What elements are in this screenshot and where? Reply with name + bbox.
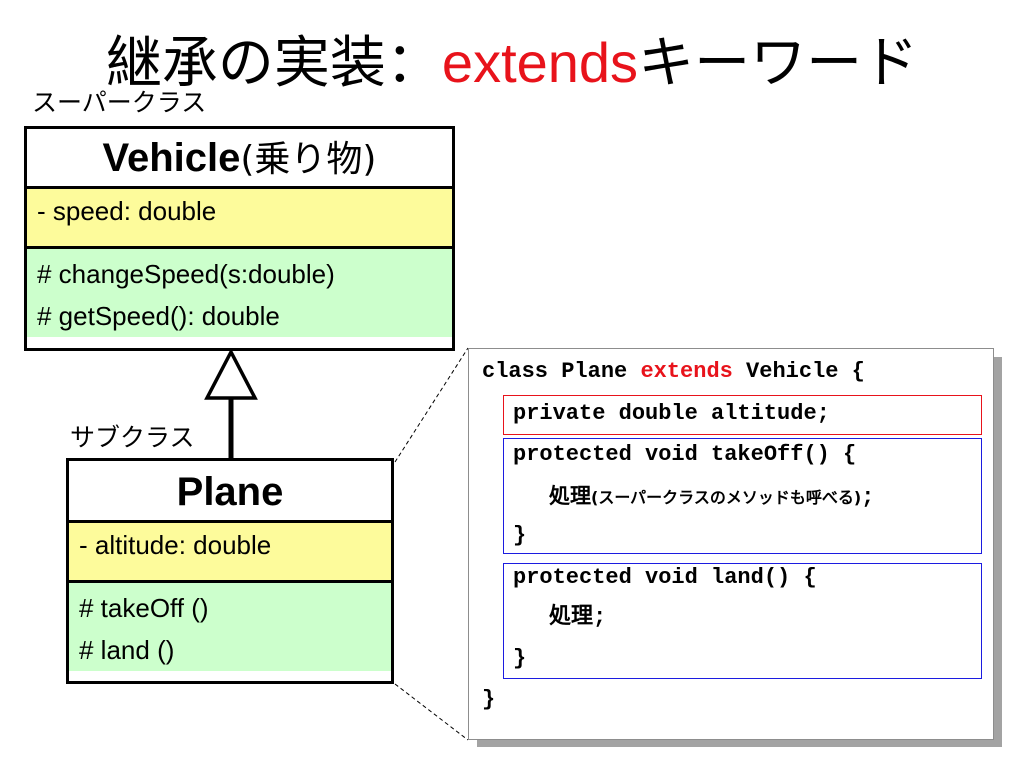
vehicle-name-jp: (乗り物): [240, 139, 377, 180]
code-header-before: class Plane: [482, 359, 641, 384]
code-takeoff-body-text: 処理: [549, 484, 591, 508]
plane-class-name: Plane: [69, 461, 391, 523]
code-land-close: }: [513, 646, 527, 671]
land-method-frame: [503, 563, 982, 679]
code-box: [468, 348, 994, 740]
vehicle-class-name: Vehicle(乗り物): [27, 129, 452, 189]
plane-attributes: - altitude: double: [69, 523, 391, 583]
callout-line-top: [394, 347, 469, 463]
code-land-body: 処理;: [549, 605, 607, 630]
plane-operation-land: # land (): [79, 635, 175, 665]
vehicle-class-box: Vehicle(乗り物) - speed: double # changeSpe…: [24, 126, 455, 351]
plane-operations: # takeOff () # land (): [69, 583, 391, 671]
vehicle-operation-change-speed: # changeSpeed(s:double): [37, 259, 335, 289]
code-land-signature: protected void land() {: [513, 565, 817, 590]
title-main: 継承の実装：: [105, 31, 442, 96]
code-extends-keyword: extends: [640, 359, 733, 384]
takeoff-method-frame: [503, 438, 982, 554]
code-header-after: Vehicle {: [732, 359, 865, 384]
plane-class-box: Plane - altitude: double # takeOff () # …: [66, 458, 394, 684]
plane-name-text: Plane: [176, 470, 284, 514]
plane-attribute-altitude: - altitude: double: [79, 530, 272, 560]
code-takeoff-note: (スーパークラスのメソッドも呼べる): [591, 488, 862, 507]
code-field-line: private double altitude;: [513, 401, 830, 426]
superclass-caption: スーパークラス: [32, 88, 207, 117]
vehicle-attributes: - speed: double: [27, 189, 452, 249]
vehicle-operation-get-speed: # getSpeed(): double: [37, 301, 280, 331]
code-takeoff-semicolon: ;: [861, 485, 875, 510]
plane-operation-takeoff: # takeOff (): [79, 593, 209, 623]
field-highlight-frame: [503, 395, 982, 435]
vehicle-attribute-speed: - speed: double: [37, 196, 217, 226]
code-takeoff-close: }: [513, 523, 527, 548]
vehicle-operations: # changeSpeed(s:double) # getSpeed(): do…: [27, 249, 452, 337]
inheritance-arrowhead: [204, 348, 258, 400]
code-takeoff-body: 処理(スーパークラスのメソッドも呼べる);: [549, 481, 874, 513]
title-keyword: extends: [441, 31, 639, 94]
vehicle-name-text: Vehicle: [102, 136, 241, 180]
title-suffix: キーワード: [638, 31, 919, 96]
callout-line-bottom: [394, 683, 469, 741]
code-class-close: }: [482, 687, 496, 712]
code-class-header: class Plane extends Vehicle {: [482, 357, 865, 387]
code-takeoff-signature: protected void takeOff() {: [513, 442, 857, 467]
slide-title: 継承の実装：extendsキーワード: [0, 28, 1024, 99]
subclass-caption: サブクラス: [70, 423, 195, 452]
